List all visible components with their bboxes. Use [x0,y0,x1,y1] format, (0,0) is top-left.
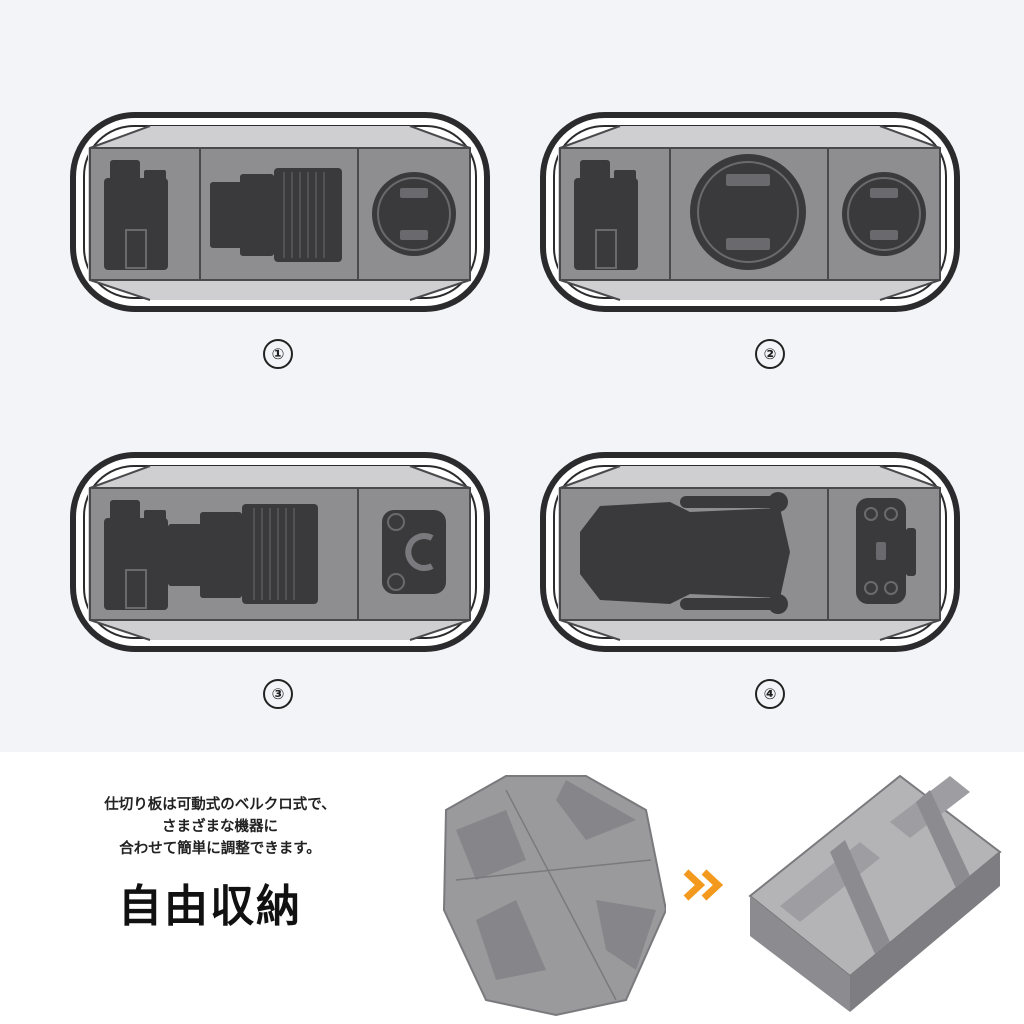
layout-number-2: ② [755,339,785,369]
camera-with-lens-icon [104,500,318,610]
lens-cap-icon [372,172,456,256]
layout-number-4: ④ [755,679,785,709]
lens-cap-icon [842,172,926,256]
layout-number-3: ③ [263,679,293,709]
bag-layout-4 [540,452,960,652]
camera-body-icon [574,160,638,270]
large-lens-cap-icon [690,154,806,270]
camera-body-icon [104,160,168,270]
bag-layout-3 [70,452,490,652]
drone-controller-icon [856,498,916,604]
folded-drone-icon [580,492,790,614]
feature-description: 仕切り板は可動式のベルクロ式で、 さまざまな機器に 合わせて簡単に調整できます。 [60,794,380,860]
description-line-2: さまざまな機器に [162,819,278,835]
feature-headline: 自由収納 [118,881,302,932]
layout-number-1: ① [263,339,293,369]
folded-divider-image [740,766,1002,1020]
bag-layout-2 [540,112,960,312]
telephoto-lens-icon [210,168,342,262]
double-chevron-right-icon [682,868,726,906]
description-line-3: 合わせて簡単に調整できます。 [119,841,321,857]
camera-grip-accessory-icon [382,510,446,594]
description-line-1: 仕切り板は可動式のベルクロ式で、 [104,797,336,813]
flat-divider-image [436,770,668,1024]
bag-layout-1 [70,112,490,312]
